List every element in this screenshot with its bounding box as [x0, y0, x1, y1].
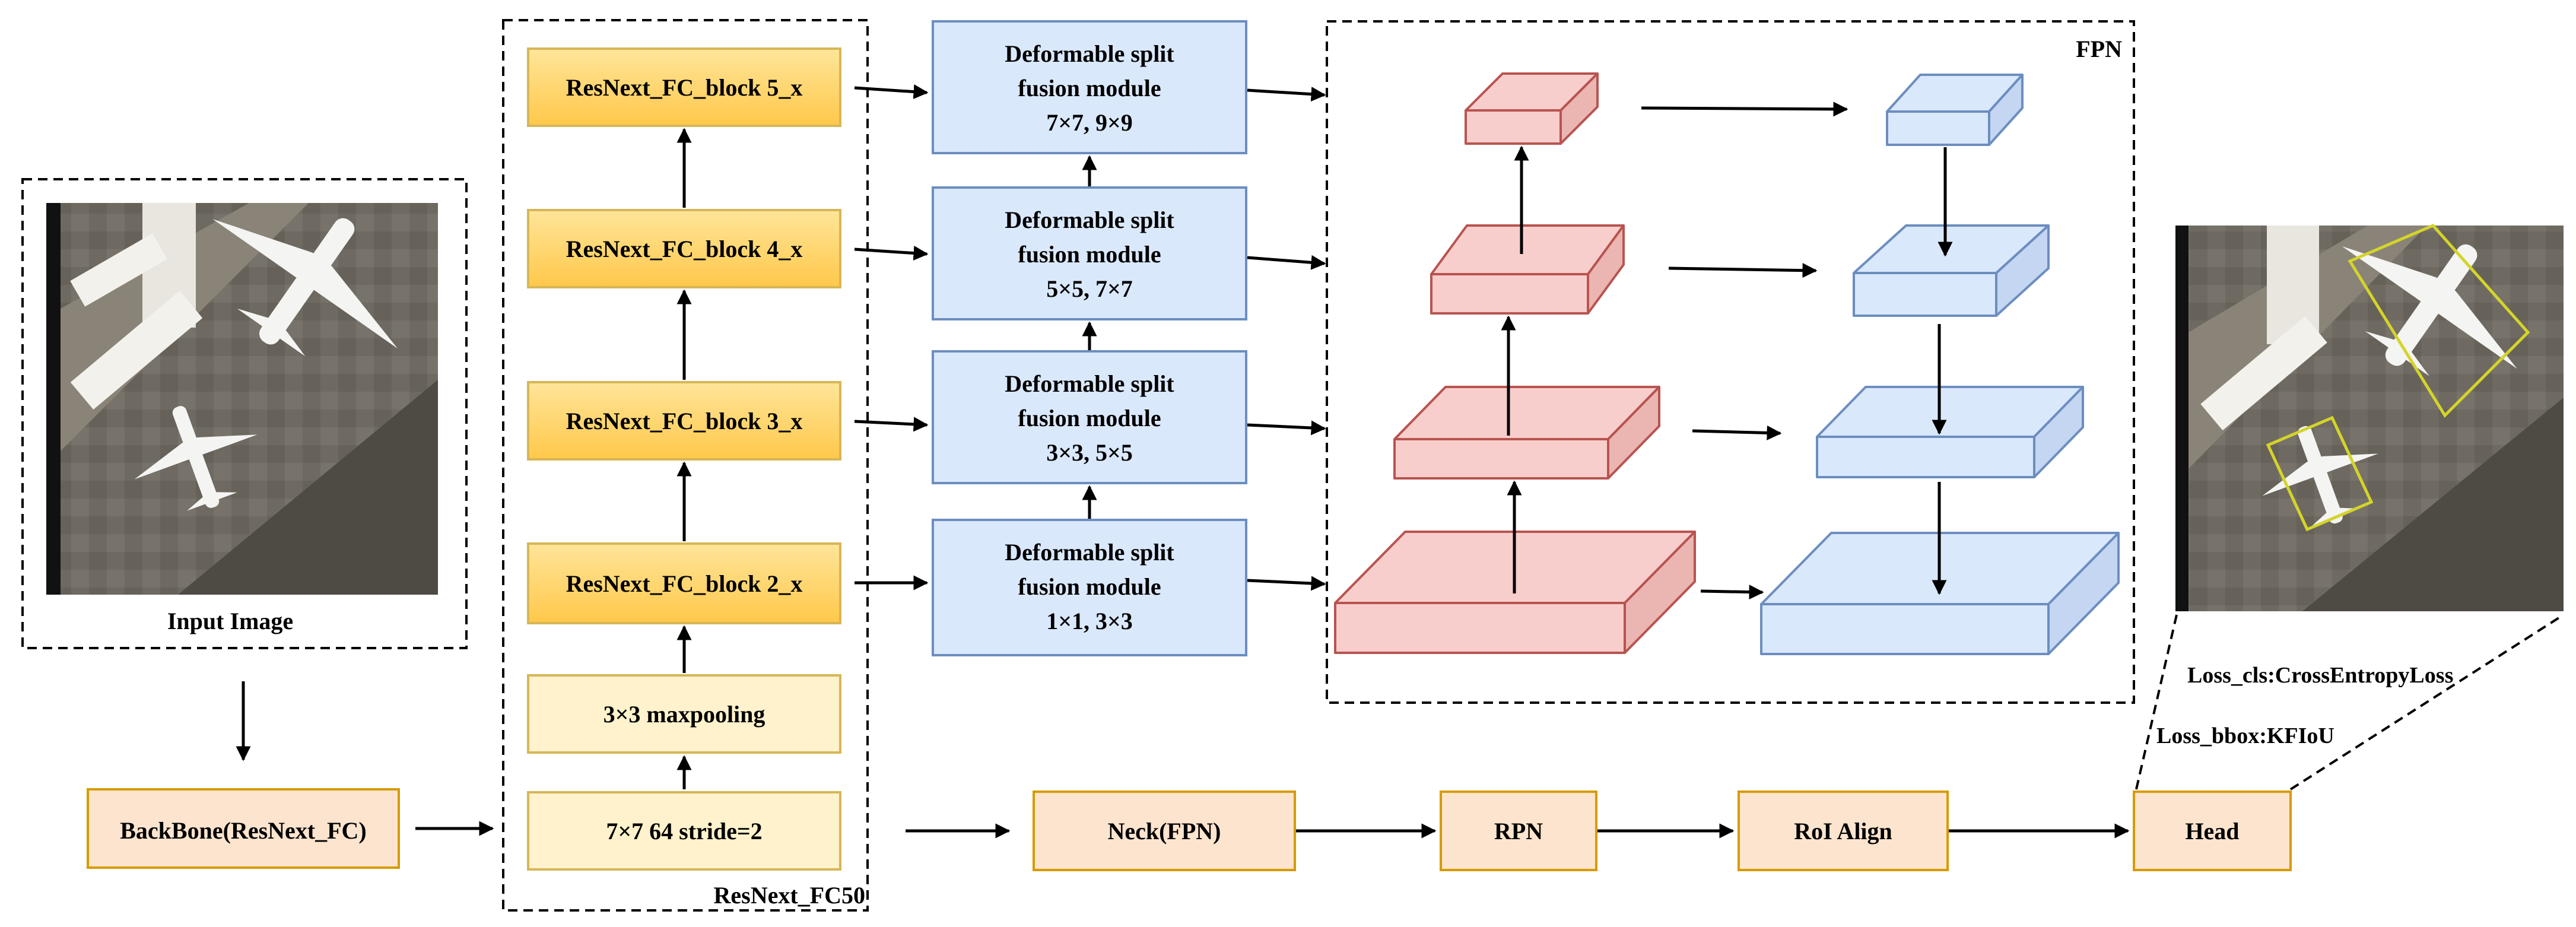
dsf-module-3-line2: fusion module: [1018, 241, 1161, 268]
resnext-block-2-label: ResNext_FC_block 2_x: [566, 570, 803, 597]
fpn-red-cuboid-4: [1465, 72, 1599, 145]
fpn-top-down-arrows: [1932, 147, 1953, 595]
resnext-block-4: [527, 209, 841, 288]
detection-box-small: [2266, 415, 2374, 532]
output-aerial-image: [2175, 223, 2564, 611]
dsf-module-4-line2: fusion module: [1018, 75, 1161, 101]
dsf-module-4-line3: 7×7, 9×9: [1046, 109, 1133, 136]
backbone-label: BackBone(ResNext_FC): [120, 817, 367, 844]
fpn-red-cuboid-3: [1430, 224, 1625, 315]
dsf-module-1-line2: fusion module: [1018, 573, 1161, 600]
dashed-link-right: [2289, 614, 2565, 791]
dsf-module-2: Deformable split fusion module 3×3, 5×5: [932, 350, 1247, 484]
resnext-block-2: [527, 542, 841, 624]
dsf-module-1: Deformable split fusion module 1×1, 3×3: [932, 519, 1247, 656]
resnext-group-frame: [502, 19, 869, 912]
fpn-red-cuboid-2: [1393, 386, 1660, 480]
head-label: Head: [2185, 818, 2239, 845]
dsf-module-1-line3: 1×1, 3×3: [1046, 608, 1133, 634]
input-aerial-image: [46, 203, 438, 595]
dsf-module-1-line1: Deformable split: [1005, 539, 1174, 566]
dashed-link-left: [2135, 614, 2178, 790]
rpn-label: RPN: [1494, 818, 1543, 845]
neck-label: Neck(FPN): [1107, 818, 1221, 845]
fpn-lateral-arrows: [1641, 101, 1848, 600]
fpn-blue-cuboid-1: [1760, 532, 2120, 655]
input-image-caption: Input Image: [167, 608, 293, 634]
rpn-box: [1440, 791, 1597, 871]
fpn-blue-cuboid-3: [1853, 224, 2050, 317]
fpn-frame: [1326, 20, 2135, 704]
resnext-to-dsf-arrows: [854, 84, 929, 591]
fpn-blue-cuboid-2: [1816, 386, 2084, 478]
stem-conv-label: 7×7 64 stride=2: [606, 818, 762, 845]
dsf-module-2-line1: Deformable split: [1005, 370, 1174, 397]
resnext-block-5-label: ResNext_FC_block 5_x: [566, 74, 803, 101]
head-box: [2133, 791, 2292, 871]
dsf-module-3-line3: 5×5, 7×7: [1046, 275, 1133, 302]
dsf-module-3: Deformable split fusion module 5×5, 7×7: [932, 186, 1247, 320]
resnext-block-4-label: ResNext_FC_block 4_x: [566, 236, 803, 262]
fpn-bottom-up-arrows: [1501, 145, 1529, 593]
stem-conv-box: [527, 791, 841, 871]
input-image-frame: [21, 178, 468, 649]
dsf-module-2-line2: fusion module: [1018, 405, 1161, 431]
dsf-module-2-line3: 3×3, 5×5: [1046, 439, 1133, 466]
resnext-block-3: [527, 381, 841, 461]
resnext-group-label: ResNext_FC50: [714, 882, 866, 909]
backbone-box: [87, 788, 400, 869]
dsf-module-3-line1: Deformable split: [1005, 207, 1174, 233]
dsf-to-fpn-arrows: [1247, 87, 1326, 591]
maxpool-label: 3×3 maxpooling: [603, 701, 766, 728]
resnext-block-5: [527, 47, 841, 127]
dsf-module-4-line1: Deformable split: [1005, 40, 1174, 67]
roi-align-box: [1738, 791, 1949, 871]
loss-cls-label: Loss_cls:CrossEntropyLoss: [2187, 663, 2453, 688]
roi-align-label: RoI Align: [1794, 818, 1892, 845]
dsf-module-4: Deformable split fusion module 7×7, 9×9: [932, 20, 1247, 154]
loss-bbox-label: Loss_bbox:KFIoU: [2156, 723, 2334, 748]
detection-box-large: [2348, 223, 2530, 418]
resnext-block-3-label: ResNext_FC_block 3_x: [566, 408, 803, 434]
fpn-blue-cuboid-4: [1886, 74, 2024, 146]
maxpool-box: [527, 674, 841, 754]
fpn-label: FPN: [2076, 36, 2122, 62]
neck-box: [1033, 791, 1296, 871]
